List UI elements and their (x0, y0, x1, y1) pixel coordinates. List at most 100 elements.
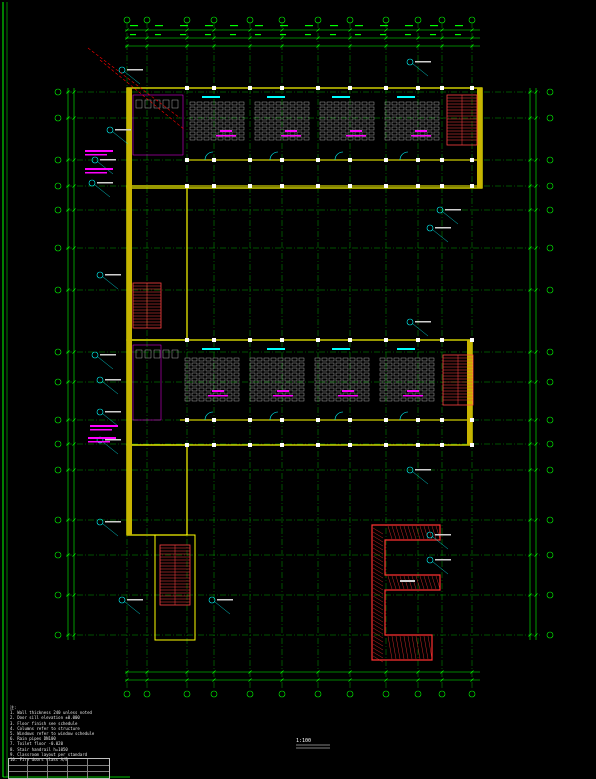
axis-bubble-top (143, 16, 151, 24)
desk (256, 362, 263, 367)
desk (289, 126, 296, 131)
axis-bubble-top (382, 16, 390, 24)
hatch-line (415, 635, 421, 660)
dimension-tick (66, 468, 70, 472)
desk (291, 357, 298, 362)
label-mark (90, 429, 112, 431)
desk (191, 382, 198, 387)
desk (326, 116, 333, 121)
desk (275, 131, 282, 136)
desk (275, 126, 282, 131)
desk (231, 131, 238, 136)
axis-bubble-left (54, 466, 62, 474)
desk (400, 397, 407, 402)
dimension-text-mark (255, 34, 261, 36)
dimension-tick (72, 442, 76, 446)
desk (368, 126, 375, 131)
desk (261, 126, 268, 131)
desk (277, 397, 284, 402)
desk (391, 131, 398, 136)
callout-leader (412, 63, 429, 77)
desk (379, 392, 386, 397)
hatch-line (419, 575, 425, 590)
desk (319, 116, 326, 121)
dimension-tick (72, 116, 76, 120)
desk (289, 136, 296, 141)
dimension-tick (66, 593, 70, 597)
axis-bubble-right (546, 551, 554, 559)
desk (326, 101, 333, 106)
desk (314, 362, 321, 367)
column (384, 338, 388, 342)
note-line: 9. Classroom layout per standard (10, 751, 88, 757)
toilet-stall (144, 349, 152, 359)
dimension-text-mark (305, 34, 311, 36)
desk (428, 397, 435, 402)
desk (196, 101, 203, 106)
desk (391, 126, 398, 131)
axis-bubble-left (54, 440, 62, 448)
desk (205, 387, 212, 392)
desk (407, 382, 414, 387)
desk (282, 111, 289, 116)
desk (189, 126, 196, 131)
room-label-mark (281, 135, 301, 137)
column (316, 158, 320, 162)
dimension-tick (440, 670, 444, 674)
desk (384, 126, 391, 131)
desk (433, 126, 440, 131)
callout-text-mark (115, 129, 131, 131)
desk (212, 397, 219, 402)
dimension-tick (66, 158, 70, 162)
axis-bubble-left (54, 244, 62, 252)
desk (340, 116, 347, 121)
desk (203, 131, 210, 136)
desk (219, 367, 226, 372)
desk (191, 357, 198, 362)
toilet-stall (153, 349, 161, 359)
toilet-stall (171, 99, 179, 109)
desk (184, 372, 191, 377)
column (248, 338, 252, 342)
desk (205, 377, 212, 382)
callout-leader (94, 184, 111, 198)
column (280, 338, 284, 342)
desk (356, 367, 363, 372)
desk (349, 357, 356, 362)
desk (361, 106, 368, 111)
desk (428, 387, 435, 392)
desk (386, 377, 393, 382)
toilet-block (132, 344, 162, 421)
dimension-text-mark (280, 34, 286, 36)
desk (217, 126, 224, 131)
desk (326, 136, 333, 141)
dimension-tick (185, 44, 189, 48)
desk (249, 357, 256, 362)
desk (224, 121, 231, 126)
column (316, 418, 320, 422)
desk (217, 101, 224, 106)
desk (421, 382, 428, 387)
desk (407, 377, 414, 382)
callout-text-mark (445, 209, 461, 211)
desk (319, 126, 326, 131)
callout-leader (214, 601, 231, 615)
desk (198, 357, 205, 362)
desk (289, 106, 296, 111)
desk (391, 136, 398, 141)
desk (335, 357, 342, 362)
hatch-line (431, 525, 437, 540)
desk (342, 382, 349, 387)
axis-bubble-right (546, 286, 554, 294)
dimension-tick (470, 28, 474, 32)
desk (282, 121, 289, 126)
desk (217, 106, 224, 111)
column (248, 86, 252, 90)
dimension-tick (534, 553, 538, 557)
desk (298, 392, 305, 397)
desk (412, 101, 419, 106)
desk (426, 116, 433, 121)
hatch-line (403, 525, 409, 540)
desk (205, 357, 212, 362)
desk (400, 362, 407, 367)
